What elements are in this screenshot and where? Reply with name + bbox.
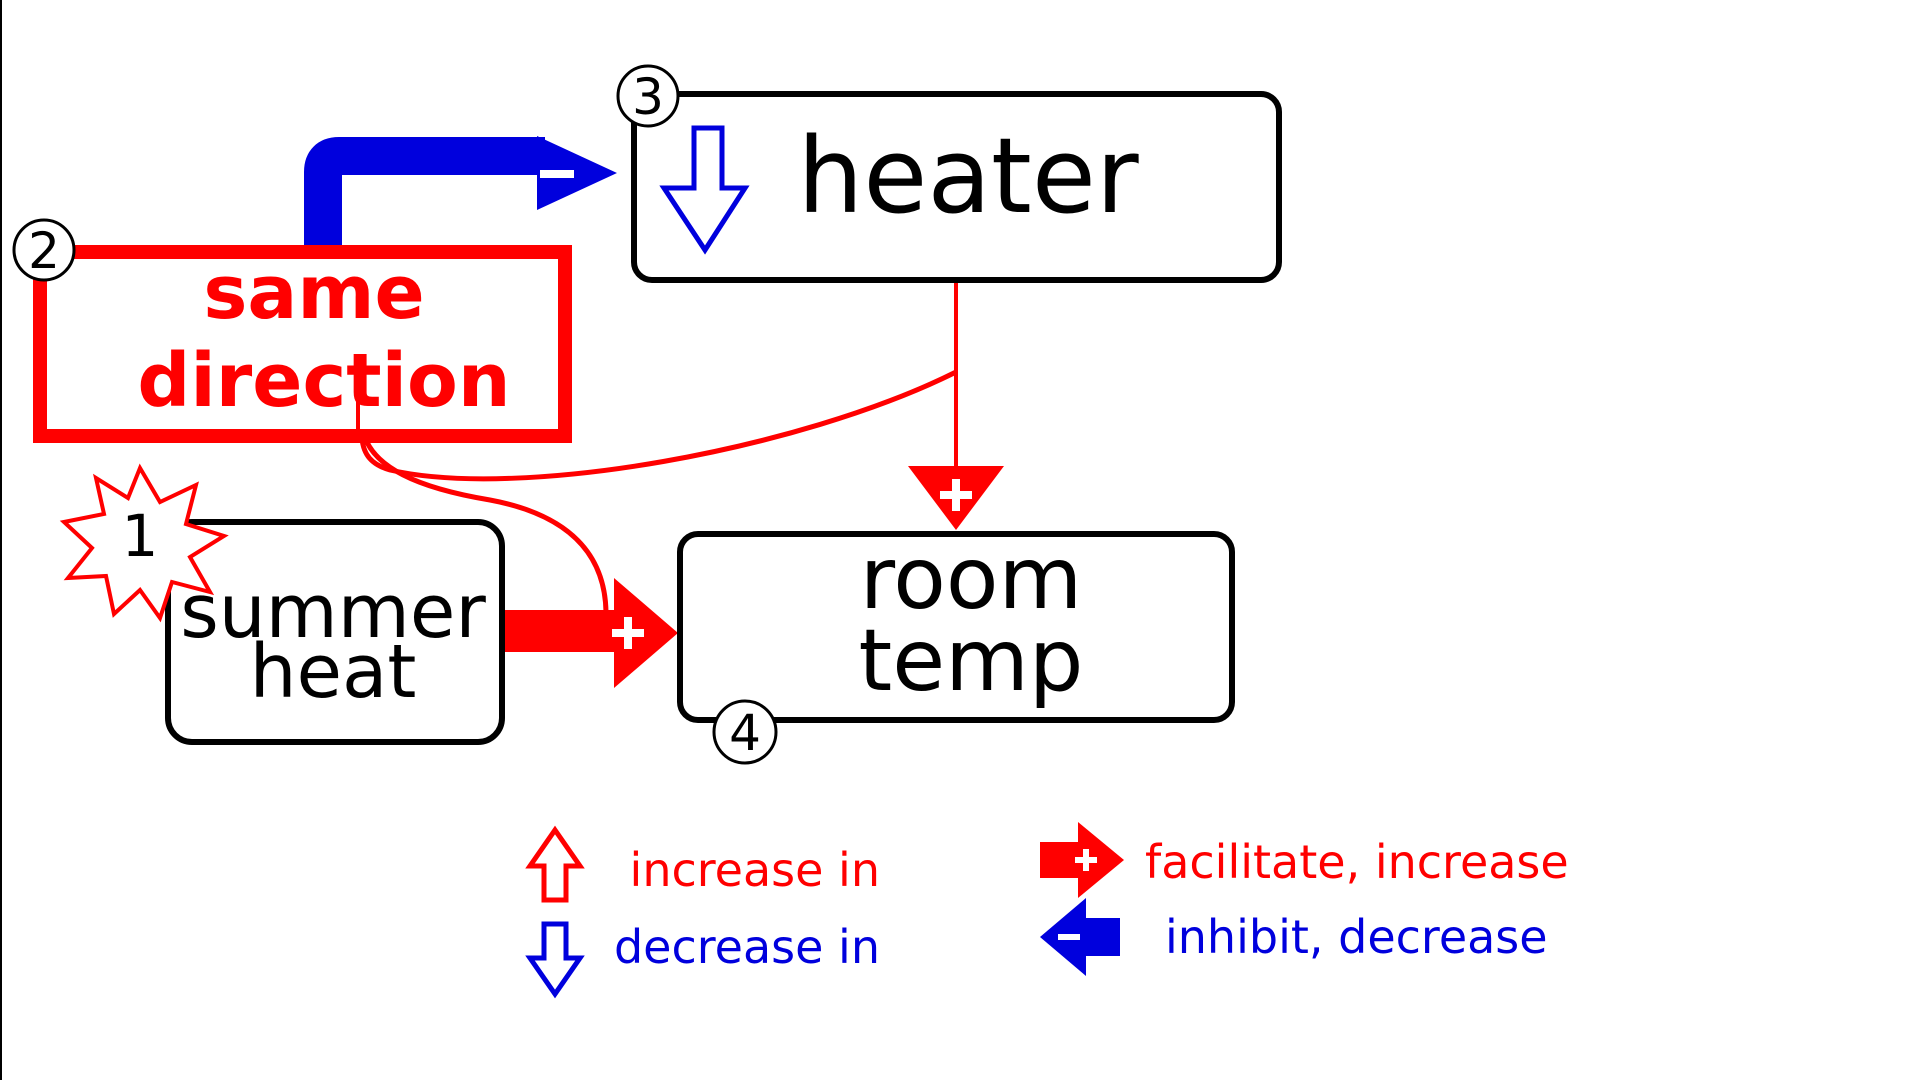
same-direction-line1: same [203,250,424,336]
step-3-marker: 3 [616,64,680,128]
minus-sign [540,170,574,178]
step-2-marker: 2 [12,218,76,282]
room-temp-line1: room [860,529,1082,629]
step-3-number: 3 [632,68,664,126]
step-1-number: 1 [122,502,159,570]
legend-inhibit-decrease: inhibit, decrease [1165,910,1548,964]
legend: increase in decrease in facilitate, incr… [525,822,1569,999]
step-4-number: 4 [729,704,761,762]
plus-sign-v [952,479,960,511]
page-frame-left [0,0,2,1080]
heater-label: heater [797,115,1138,237]
summer-heat-line1: summer [180,569,486,655]
same-direction-connectors [355,369,958,613]
same-direction-node: same direction [33,245,572,443]
facilitate-arrow-heater-to-roomtemp [908,283,1004,530]
legend-facilitate-increase: facilitate, increase [1145,835,1569,889]
starburst-icon [59,463,229,623]
same-direction-line2: direction [137,338,510,424]
inhibit-arrow-icon [1040,898,1120,976]
step-4-marker: 4 [712,699,778,765]
room-temp-line2: temp [859,611,1084,711]
step-1-marker: 1 [59,463,229,623]
summer-heat-node: summer heat [165,519,505,745]
summer-heat-line2: heat [250,629,417,715]
down-arrow-icon [659,125,750,255]
heater-node: heater [631,91,1282,283]
facilitate-arrow-summerheat-to-roomtemp [500,578,678,688]
legend-increase-in: increase in [630,843,880,897]
inhibit-arrow-to-heater [304,136,617,250]
room-temp-node: room temp [677,529,1235,723]
plus-sign-v2 [624,617,632,649]
up-arrow-icon [525,825,585,903]
down-arrow-icon-legend [525,921,585,999]
legend-decrease-in: decrease in [614,920,880,974]
facilitate-arrow-icon [1040,822,1124,898]
step-2-number: 2 [28,222,60,280]
